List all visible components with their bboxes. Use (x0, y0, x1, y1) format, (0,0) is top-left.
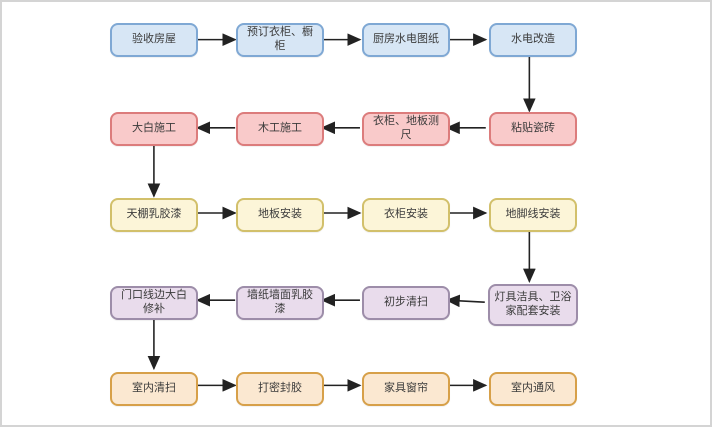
flow-node-yuding-yigui: 预订衣柜、橱柜 (236, 23, 324, 57)
flow-node-label: 天棚乳胶漆 (126, 208, 182, 221)
flow-node-label: 衣柜安装 (384, 208, 428, 221)
flow-node-shinei-qingsao: 室内清扫 (110, 372, 198, 406)
flow-node-yigui-anzhuang: 衣柜安装 (362, 198, 450, 232)
flow-node-zhantie-cizhuan: 粘贴瓷砖 (489, 112, 577, 146)
flow-node-yigui-ceci: 衣柜、地板测尺 (362, 112, 450, 146)
flow-node-label: 粘贴瓷砖 (511, 122, 555, 135)
flow-node-label: 大白施工 (132, 122, 176, 135)
flow-node-dijiaoxian: 地脚线安装 (489, 198, 577, 232)
flow-node-jiaju-chuanglian: 家具窗帘 (362, 372, 450, 406)
flow-arrow-dengju-anzhuang-to-chubu-qingsao (445, 294, 485, 308)
flow-node-dengju-anzhuang: 灯具洁具、卫浴家配套安装 (488, 284, 578, 326)
flow-node-chufang-tuzhi: 厨房水电图纸 (362, 23, 450, 57)
flow-node-tianpeng-qi: 天棚乳胶漆 (110, 198, 198, 232)
flow-node-menkou-xiubu: 门口线边大白修补 (110, 286, 198, 320)
flow-node-shuidian-gaizao: 水电改造 (489, 23, 577, 57)
flow-node-label: 门口线边大白修补 (121, 289, 187, 315)
flow-node-label: 厨房水电图纸 (373, 33, 439, 46)
flow-node-label: 衣柜、地板测尺 (373, 115, 439, 141)
flow-node-da-mifengjiao: 打密封胶 (236, 372, 324, 406)
flow-node-diban-anzhuang: 地板安装 (236, 198, 324, 232)
flow-node-label: 地脚线安装 (505, 208, 561, 221)
flow-node-label: 水电改造 (511, 33, 555, 46)
flow-node-label: 地板安装 (258, 208, 302, 221)
flow-node-dabai-shigong: 大白施工 (110, 112, 198, 146)
flow-node-label: 木工施工 (258, 122, 302, 135)
flow-node-label: 室内清扫 (132, 382, 176, 395)
flow-node-qiangzhi-qi: 墙纸墙面乳胶漆 (236, 286, 324, 320)
flow-node-label: 墙纸墙面乳胶漆 (247, 289, 313, 315)
flow-node-mugong-shigong: 木工施工 (236, 112, 324, 146)
flow-node-label: 预订衣柜、橱柜 (247, 26, 313, 52)
flow-node-label: 验收房屋 (132, 33, 176, 46)
flow-node-yanshou-fangwu: 验收房屋 (110, 23, 198, 57)
flow-node-chubu-qingsao: 初步清扫 (362, 286, 450, 320)
flow-node-label: 家具窗帘 (384, 382, 428, 395)
flow-node-label: 打密封胶 (258, 382, 302, 395)
flow-node-label: 初步清扫 (384, 296, 428, 309)
flow-node-label: 灯具洁具、卫浴家配套安装 (494, 291, 572, 317)
flow-node-label: 室内通风 (511, 382, 555, 395)
flow-node-shinei-tongfeng: 室内通风 (489, 372, 577, 406)
